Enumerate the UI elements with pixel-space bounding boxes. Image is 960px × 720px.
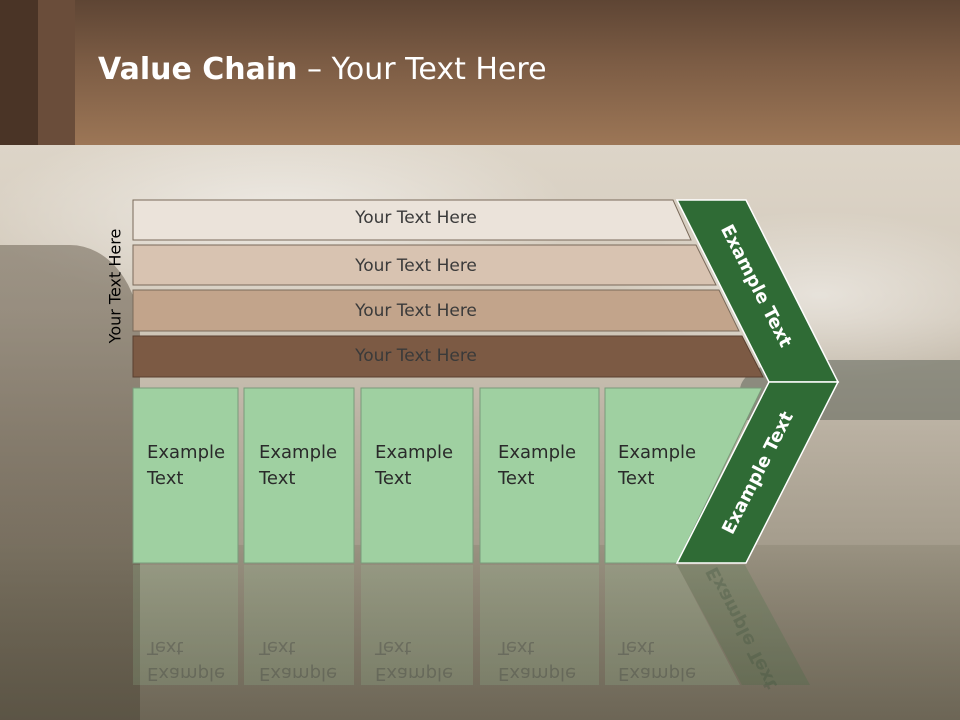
header-stripe — [38, 0, 75, 145]
row-bar-1 — [132, 199, 692, 241]
row-bar-4 — [132, 335, 764, 378]
row-bar-3 — [132, 289, 740, 332]
chevron-lower — [675, 381, 840, 564]
cell-reflection-1: Example Text — [147, 637, 226, 684]
side-label-text: Your Text Here — [105, 228, 125, 344]
slide-title: Value Chain – Your Text Here — [98, 52, 547, 87]
row-label-3: Your Text Here — [355, 301, 477, 321]
cell-text-1: Example Text — [147, 442, 226, 489]
row-label-1: Your Text Here — [355, 208, 477, 228]
row-bar-2 — [132, 244, 717, 286]
cell-reflection-4: Example Text — [498, 637, 577, 684]
cell-text-4: Example Text — [498, 442, 577, 489]
row-label-2: Your Text Here — [355, 256, 477, 276]
cell-3 — [360, 387, 474, 564]
cell-1 — [132, 387, 239, 564]
cell-text-2: Example Text — [259, 442, 338, 489]
cell-text-3: Example Text — [375, 442, 454, 489]
cell-reflection-2: Example Text — [259, 637, 338, 684]
diagram-reflection — [133, 565, 810, 685]
cell-reflection-5: Example Text — [618, 637, 697, 684]
header-stripe — [0, 0, 38, 145]
cell-2 — [243, 387, 355, 564]
row-label-4: Your Text Here — [355, 346, 477, 366]
cell-reflection-3: Example Text — [375, 637, 454, 684]
title-bold: Value Chain — [98, 52, 298, 87]
header-band: Value Chain – Your Text Here — [0, 0, 960, 145]
cell-4 — [479, 387, 600, 564]
background-ground — [0, 545, 960, 720]
title-rest: – Your Text Here — [297, 52, 547, 87]
cell-text-5: Example Text — [618, 442, 697, 489]
